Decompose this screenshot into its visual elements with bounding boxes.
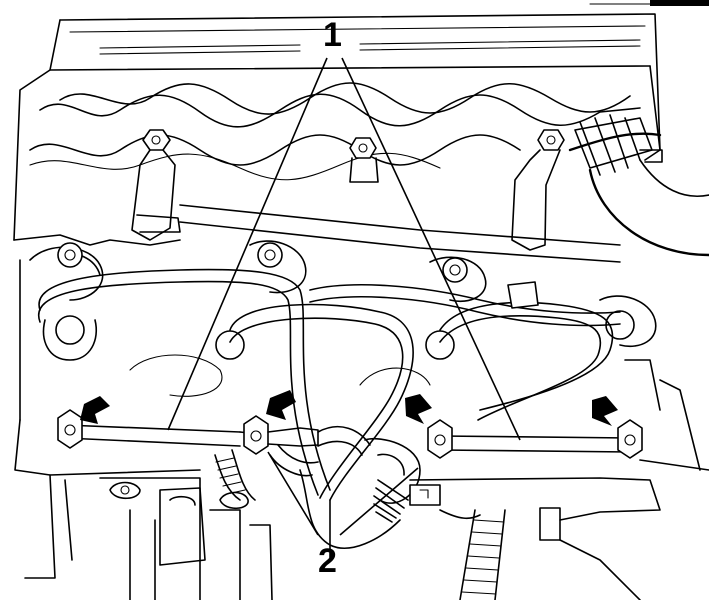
- arrow-3: [405, 394, 432, 424]
- coolant-hose: [568, 114, 709, 257]
- banjo-fitting-3: [427, 419, 453, 459]
- banjo-fitting-1: [57, 409, 83, 449]
- lower-components: [14, 359, 709, 600]
- fuel-return-rail: [179, 204, 621, 263]
- callout-1-leaders: [167, 57, 521, 441]
- cover-bolt-right: [511, 129, 565, 251]
- arrow-1: [80, 396, 110, 424]
- engine-block: [13, 234, 657, 421]
- callout-2: 2: [318, 542, 337, 580]
- arrow-2: [266, 390, 296, 420]
- banjo-fitting-2: [243, 415, 319, 455]
- banjo-fitting-4: [617, 419, 643, 459]
- wiring-harness-left: [214, 444, 319, 501]
- callout-1: 1: [323, 16, 342, 54]
- callout-2-leaders: [267, 451, 419, 536]
- return-hose: [317, 425, 421, 523]
- cover-bolt-center: [349, 137, 379, 183]
- valve-cover: [13, 0, 709, 241]
- wiring-harness-right: [459, 509, 506, 600]
- injector-pipes: [37, 268, 621, 501]
- leak-off-rail-left: [64, 424, 259, 447]
- injector-3: [425, 257, 468, 360]
- leak-off-rail-right: [439, 435, 631, 453]
- cover-bolt-left: [131, 129, 181, 241]
- injector-1: [42, 242, 97, 361]
- injector-2: [215, 242, 283, 360]
- arrow-4: [592, 396, 618, 426]
